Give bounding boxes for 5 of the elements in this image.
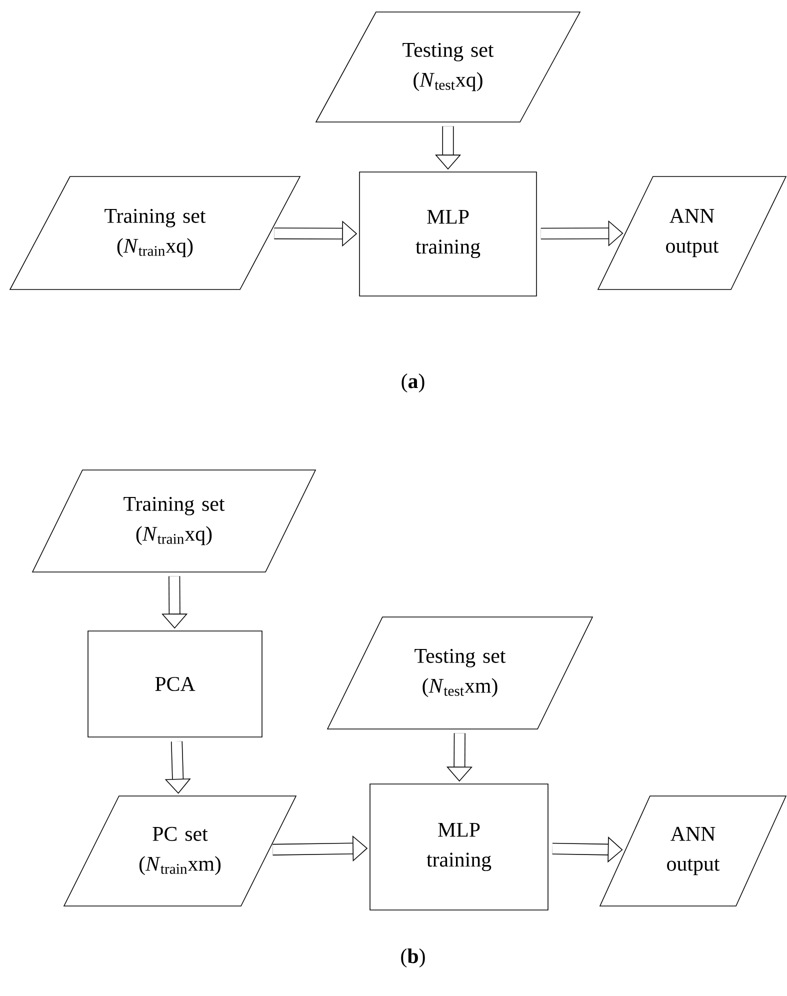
process-box: MLP training <box>359 172 537 296</box>
process-box: PCA <box>88 630 262 738</box>
panel-label: (b) <box>401 948 425 968</box>
panel-label: (a) <box>402 374 424 392</box>
process-box: MLP training <box>370 784 548 910</box>
